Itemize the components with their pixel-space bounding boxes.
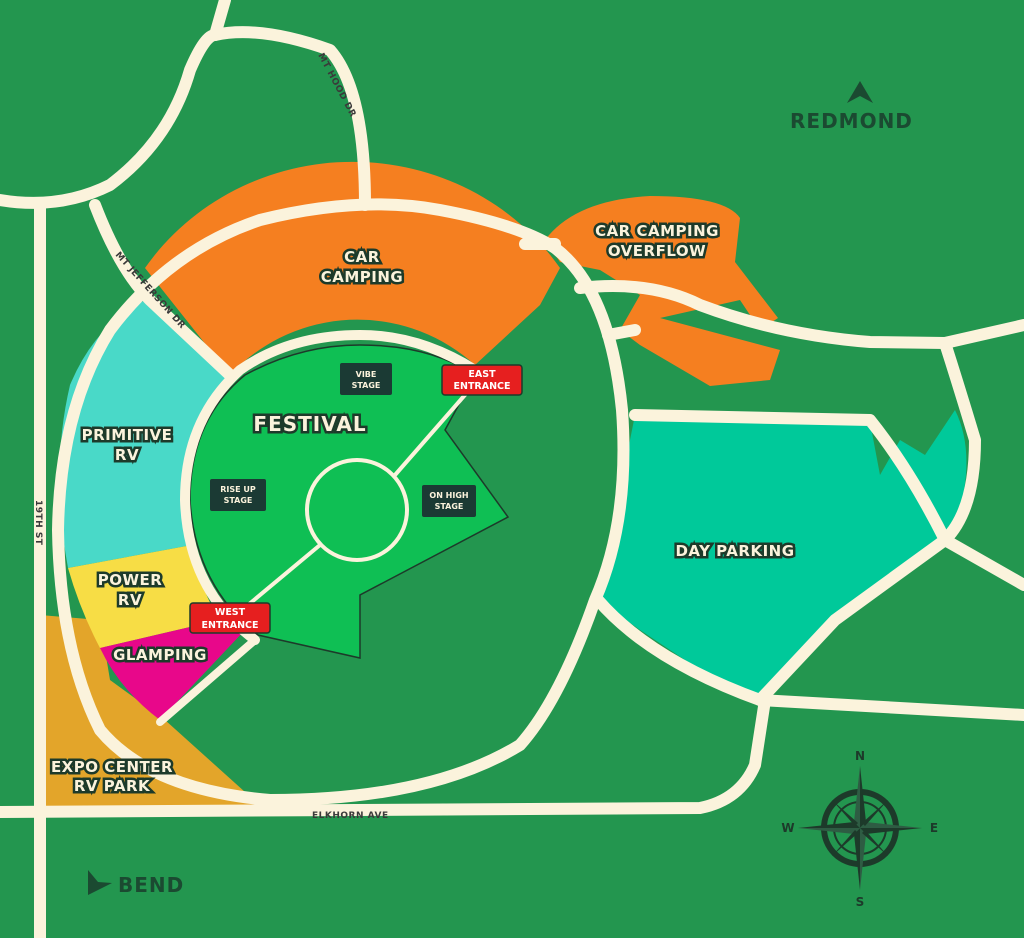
road-label-elkhorn: ELKHORN AVE: [312, 811, 389, 821]
road-day-parking-diagonal[interactable]: [754, 534, 951, 706]
city-bend: BEND: [88, 870, 184, 897]
road-east-diagonal[interactable]: [939, 337, 1024, 591]
compass-n: N: [855, 749, 865, 763]
zone-glamping[interactable]: [100, 620, 245, 720]
road-mt-hood-dr[interactable]: [209, 0, 371, 211]
compass-s: S: [856, 895, 865, 909]
compass-w: W: [781, 821, 794, 835]
festival-center-circle[interactable]: [305, 458, 409, 562]
north-arrow-icon: [847, 81, 873, 103]
redmond-label: REDMOND: [790, 109, 913, 133]
road-label-19th-st: 19TH ST: [33, 500, 43, 546]
city-redmond: REDMOND: [790, 81, 913, 133]
label-festival: FESTIVAL: [253, 412, 366, 436]
zone-day-parking[interactable]: [598, 410, 967, 700]
road-festival-inner[interactable]: [180, 330, 480, 645]
label-day-parking: DAY PARKING: [675, 542, 794, 560]
road-elkhorn-ave[interactable]: [0, 694, 771, 818]
road-ring-outer[interactable]: [52, 198, 630, 806]
road-mt-jefferson-dr[interactable]: [89, 199, 236, 381]
west-arrow-icon: [88, 870, 112, 895]
road-day-parking-top[interactable]: [629, 409, 951, 546]
compass-e: E: [930, 821, 938, 835]
zone-power-rv[interactable]: [68, 545, 220, 648]
road-festival-glamping-edge[interactable]: [156, 636, 259, 726]
compass-rose-icon: N S E W: [781, 749, 938, 909]
label-glamping: GLAMPING: [113, 646, 207, 664]
road-east-2[interactable]: [602, 324, 641, 341]
festival-path-ne[interactable]: [393, 378, 480, 477]
road-upper-left[interactable]: [0, 29, 221, 209]
road-day-parking-bottom[interactable]: [592, 594, 1024, 721]
bend-label: BEND: [118, 873, 184, 897]
road-east-1[interactable]: [574, 280, 1024, 349]
